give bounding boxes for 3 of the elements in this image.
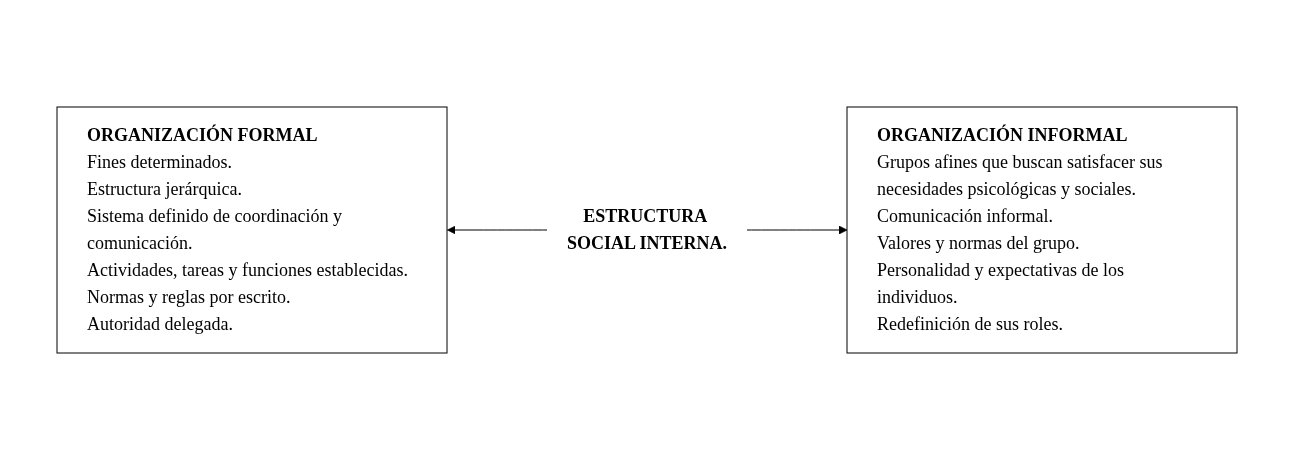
edge-label: ESTRUCTURA SOCIAL INTERNA.	[566, 205, 728, 253]
node-box: ORGANIZACIÓN FORMAL Fines determinados. Estructura jerárquica. Sistema definido de coordinación y comunicación. Actividades, tareas y funciones establecidas. Normas y reglas por escrito. Autoridad delegada.	[56, 106, 448, 353]
node-box: ORGANIZACIÓN INFORMAL Grupos afines que buscan satisfacer sus necesidades psicológicas y sociales. Comunicación informal. Valores y normas del grupo. Personalidad y expectativas de los individuos. Redefinición de sus roles.	[846, 106, 1238, 353]
